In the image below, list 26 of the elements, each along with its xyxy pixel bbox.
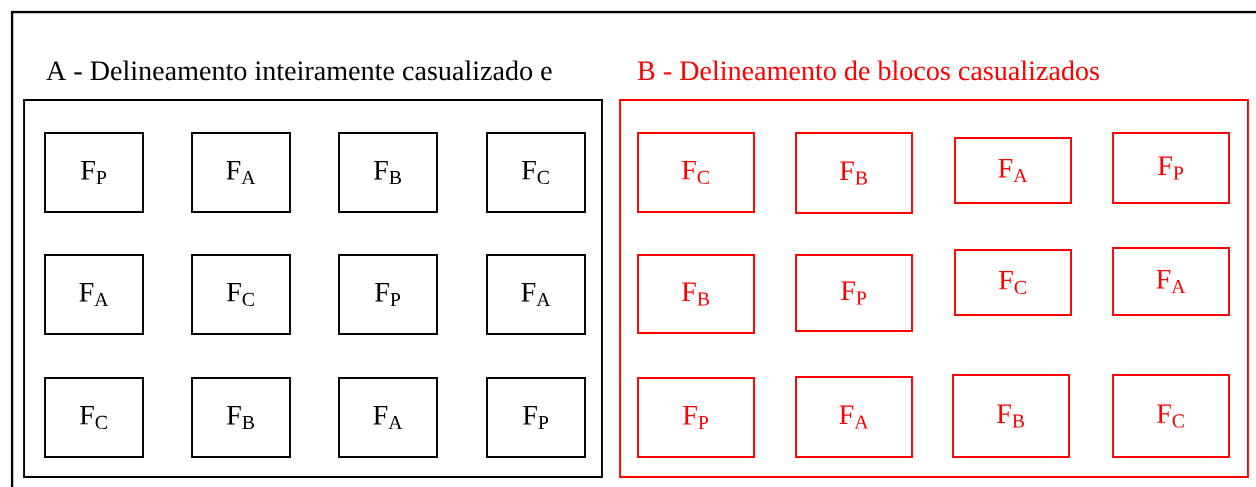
plot-box: F$_{C}$ [44,377,144,458]
plot-box: F$_{P}$ [338,254,438,335]
plot-box: F$_{A}$ [795,376,913,458]
plot-box: F$_{A}$ [486,254,586,335]
plot-box: F$_{A}$ [954,137,1072,204]
plot-box: F$_{A}$ [1112,247,1230,316]
plot-box: F$_{P}$ [1112,132,1230,204]
plot-box: F$_{B}$ [795,132,913,214]
plot-box: F$_{C}$ [191,254,291,335]
plot-box: F$_{P}$ [486,377,586,458]
plot-box: F$_{P}$ [44,132,144,213]
plot-box: F$_{P}$ [795,254,913,332]
plot-box: F$_{B}$ [338,132,438,213]
panel-heading: A - Delineamento inteiramente casualizado e [46,60,552,81]
plot-box: F$_{C}$ [954,249,1072,316]
panel-heading: B - Delineamento de blocos casualizados [637,60,1099,81]
plot-box: F$_{P}$ [637,377,755,458]
plot-box: F$_{B}$ [952,374,1070,458]
plot-box: F$_{B}$ [191,377,291,458]
plot-box: F$_{B}$ [637,254,755,334]
plot-box: F$_{A}$ [191,132,291,213]
plot-box: F$_{C}$ [1112,374,1230,458]
plot-box: F$_{A}$ [338,377,438,458]
plot-box: F$_{A}$ [44,254,144,335]
plot-box: F$_{C}$ [486,132,586,213]
plot-box: F$_{C}$ [637,132,755,213]
